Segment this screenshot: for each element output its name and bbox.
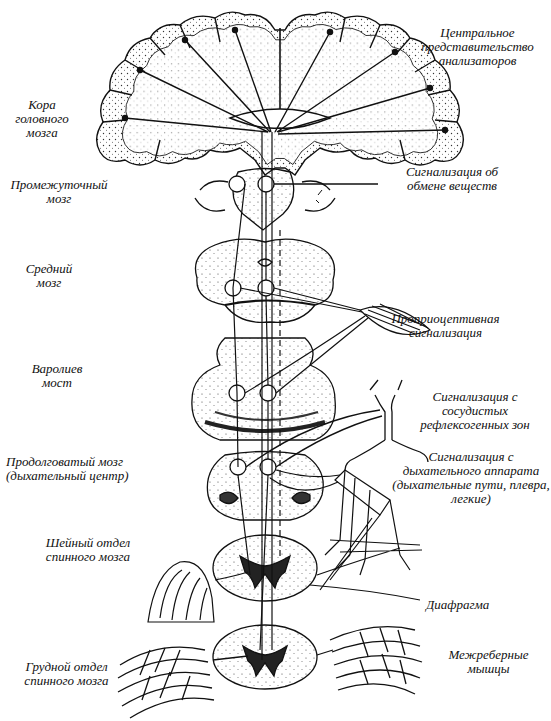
cerebral-cortex-part: [122, 24, 437, 164]
cerebral-cortex-part: [125, 30, 445, 134]
diaphragm-part: [148, 562, 214, 622]
carotid-sinus-vessel-part: [355, 440, 420, 458]
part-label: Средний мозг: [14, 262, 84, 290]
part-label: Продолговатый мозг (дыхательный центр): [6, 455, 141, 483]
part-label: Промежуточный мозг: [4, 178, 114, 206]
part-label: Шейный отдел спинного мозга: [28, 536, 148, 564]
part-label: Сигнализация с сосудистых рефлексогенных…: [400, 390, 550, 432]
descending-pathway-part: [238, 475, 268, 650]
cerebral-cortex-part: [138, 68, 143, 73]
medulla-oblongata-part: [220, 492, 310, 503]
cerebral-cortex-part: [393, 50, 398, 55]
diaphragm-part: [160, 570, 207, 620]
descending-pathway-part: [261, 132, 262, 660]
part-label: Межреберные мышцы: [436, 648, 541, 676]
intercostal-muscles-part: [213, 650, 333, 660]
medulla-oblongata: [207, 452, 323, 521]
intercostal-muscles-part: [360, 628, 406, 684]
diencephalon: [195, 169, 378, 231]
descending-pathway-part: [233, 184, 245, 467]
part-label: Проприоцептивная сигнализация: [378, 312, 513, 340]
cerebral-cortex-part: [103, 18, 457, 160]
intercostal-muscles-part: [140, 648, 190, 700]
part-label: Грудной отдел спинного мозга: [4, 660, 129, 688]
airways-lungs: [270, 470, 410, 590]
intercostal-muscles: [118, 627, 422, 718]
intercostal-muscles-part: [118, 647, 214, 718]
cerebral-cortex-part: [233, 28, 238, 33]
thoracic-spinal-cord-part: [243, 646, 287, 676]
descending-pathway-part: [266, 296, 268, 459]
descending-pathway: [233, 132, 280, 660]
diencephalon-part: [316, 190, 322, 203]
carotid-sinus-vessel-part: [246, 410, 382, 467]
cerebral-cortex-part: [279, 28, 281, 112]
thoracic-spinal-cord: [213, 625, 317, 689]
pons-part: [192, 338, 335, 440]
cerebral-cortex-part: [443, 128, 448, 133]
airways-lungs-part: [270, 470, 340, 490]
pons-part: [215, 412, 318, 420]
midbrain: [195, 239, 334, 322]
part-label: Центральное представительство анализатор…: [404, 26, 551, 68]
cerebral-cortex-part: [97, 12, 464, 175]
thoracic-spinal-cord-part: [213, 625, 317, 689]
diaphragm: [148, 540, 422, 622]
part-label: Варолиев мост: [22, 362, 92, 390]
airways-lungs-part: [320, 470, 400, 590]
cerebral-cortex: [97, 12, 464, 175]
diaphragm-part: [215, 572, 248, 580]
carotid-sinus-vessel: [246, 380, 428, 470]
descending-pathway-part: [271, 132, 272, 650]
part-label: Диафрагма: [426, 598, 516, 612]
part-label: Кора головного мозга: [2, 98, 82, 140]
carotid-sinus-vessel-part: [370, 380, 402, 390]
cerebral-cortex-part: [328, 30, 333, 35]
muscle-spindle: [240, 288, 430, 393]
cerebral-cortex-part: [122, 24, 437, 164]
descending-pathway-part: [279, 230, 280, 560]
midbrain-part: [195, 239, 334, 322]
pons: [192, 338, 335, 440]
cerebral-cortex-part: [183, 38, 188, 43]
diaphragm-part: [310, 540, 422, 600]
cerebral-cortex-part: [230, 109, 330, 128]
part-label: Сигнализация об обмене веществ: [392, 165, 512, 193]
intercostal-muscles-part: [330, 627, 422, 694]
cerebral-cortex-part: [428, 86, 433, 91]
pons-part: [205, 422, 325, 431]
midbrain-part: [225, 301, 315, 306]
part-label: Сигнализация с дыхательного аппарата (ды…: [392, 450, 550, 506]
diencephalon-part: [274, 183, 378, 184]
medulla-oblongata-part: [207, 452, 323, 521]
midbrain-part: [258, 259, 272, 266]
descending-pathway-part: [265, 192, 266, 280]
muscle-spindle-part: [240, 288, 368, 393]
diencephalon-part: [229, 176, 245, 192]
cerebral-cortex-part: [123, 116, 128, 121]
